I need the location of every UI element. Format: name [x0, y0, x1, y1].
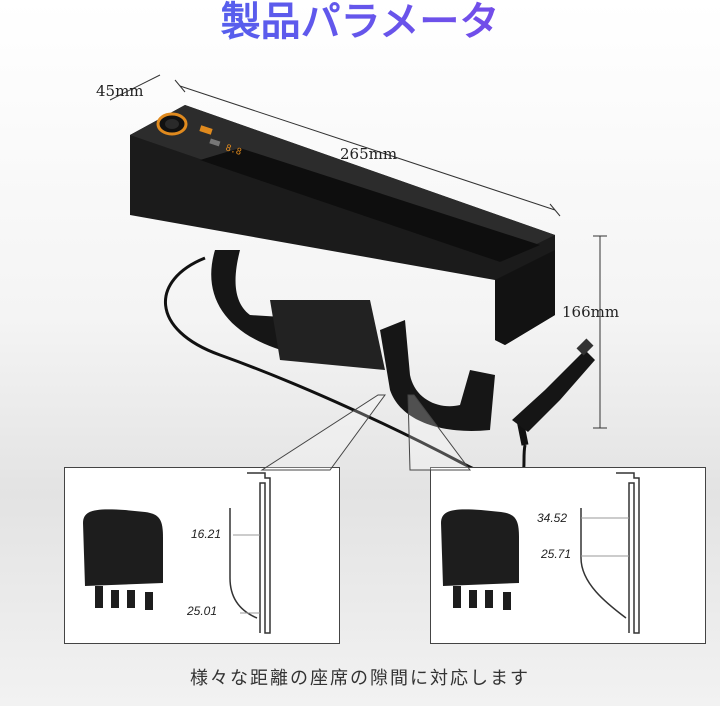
left-top-gap-label: 16.21 [191, 527, 222, 541]
caption: 様々な距離の座席の隙間に対応します [190, 668, 530, 689]
box-end [495, 250, 555, 345]
storage-compartment [200, 148, 540, 262]
page-title: 製品パラメータ [0, 0, 720, 44]
clip-curve-left [229, 508, 258, 619]
depth-dim-line [109, 74, 161, 101]
length-label: 265mm [340, 145, 398, 163]
right-top-gap-label: 34.52 [537, 511, 568, 525]
clip-diagram-right [441, 472, 640, 634]
left-bottom-gap-label: 25.01 [187, 604, 218, 618]
height-label: 166mm [562, 303, 620, 321]
clip-profile-left [247, 472, 271, 634]
stand-right [380, 320, 495, 431]
depth-label: 45mm [96, 82, 144, 100]
dimension-lines [109, 74, 607, 429]
detail-panel-right: 34.52 25.71 [430, 467, 706, 644]
right-bottom-gap-label: 25.71 [541, 547, 572, 561]
clip-curve-right [580, 508, 627, 619]
clip-profile-right [616, 472, 640, 634]
voltage-display-icon: 8.8 [224, 143, 243, 158]
car-charger-plug [512, 350, 595, 432]
usb-port-icon [199, 125, 213, 135]
usb-c-port-icon [209, 138, 221, 147]
clip-pad-left [83, 509, 163, 586]
clip-pad-right [441, 509, 519, 586]
detail-panel-left: 16.21 25.01 [64, 467, 340, 644]
slot-wedge [270, 300, 385, 370]
clip-diagram-left [83, 472, 271, 634]
length-dim-line [179, 85, 556, 211]
